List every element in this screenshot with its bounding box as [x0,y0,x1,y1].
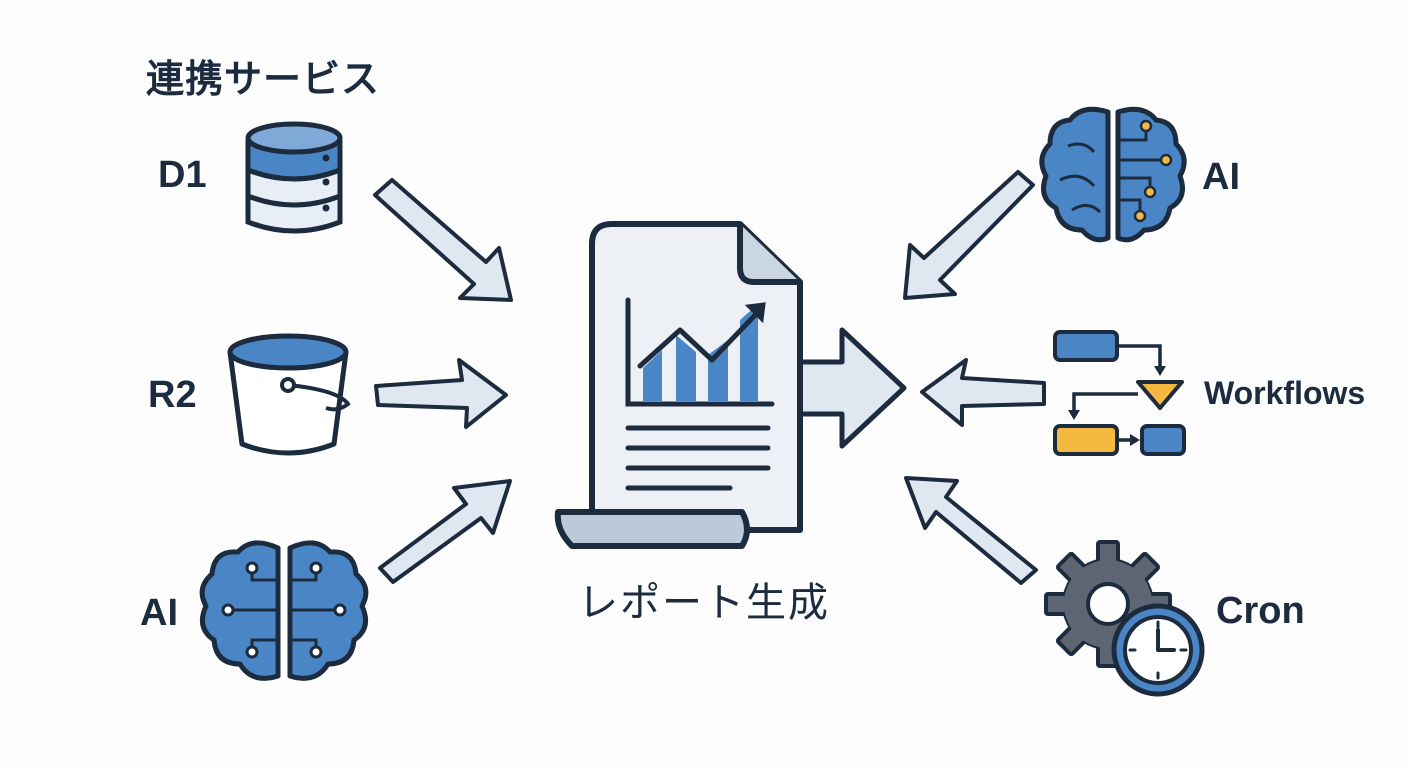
output-arrow [797,327,907,449]
arrow-ai-to-report [378,479,512,584]
database-icon [245,121,343,234]
label-cron: Cron [1216,590,1305,632]
arrow-workflows-to-report [920,358,1046,427]
label-ai-left: AI [140,592,178,634]
arrow-r2-to-report [374,358,508,429]
brain-icon [199,540,369,681]
label-report-generation: レポート生成 [578,581,830,625]
brain-circuit-icon [1039,106,1187,243]
arrow-ai-right-to-report [903,170,1035,300]
page-title: 連携サービス [146,59,381,101]
arrow-cron-to-report [904,476,1038,585]
bucket-icon [227,333,351,456]
label-r2: R2 [148,374,197,416]
label-d1: D1 [158,154,207,196]
gear-clock-icon [1044,540,1205,697]
label-workflows: Workflows [1204,375,1366,411]
label-ai-right: AI [1202,156,1240,198]
arrow-d1-to-report [373,178,513,302]
report-document-icon [554,221,803,549]
workflow-icon [1053,330,1186,456]
